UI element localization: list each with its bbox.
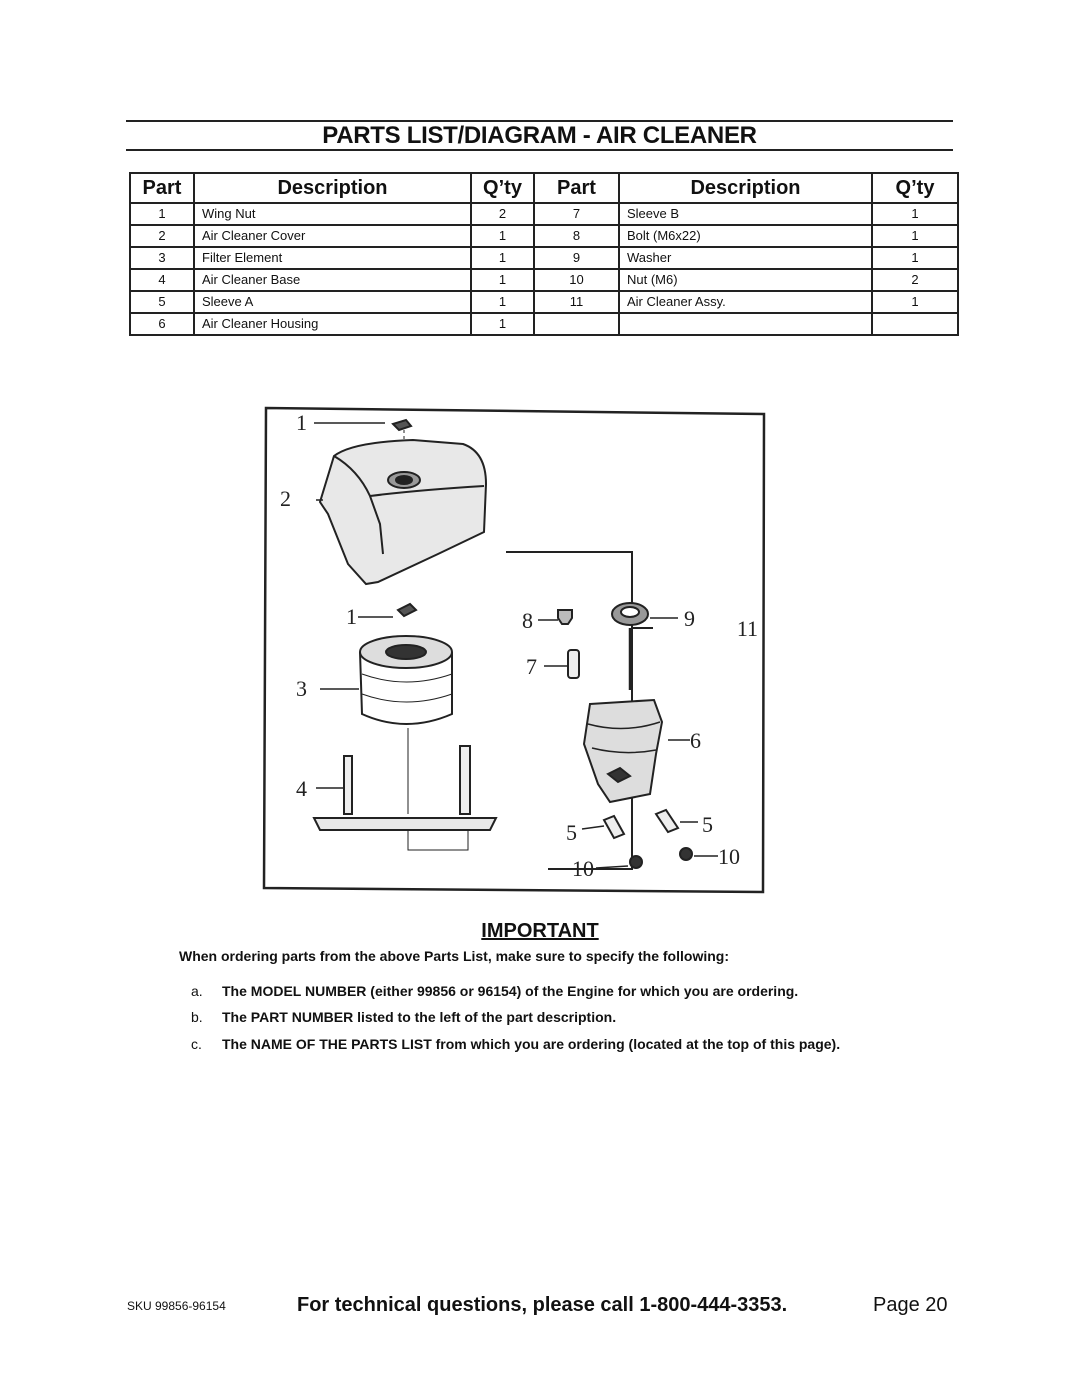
part-qty: 1 (871, 202, 959, 226)
part-number: 6 (129, 312, 195, 336)
part-number: 8 (533, 224, 620, 248)
part-qty: 1 (871, 246, 959, 270)
part-number: 5 (129, 290, 195, 314)
callout-6: 6 (690, 728, 701, 753)
part-number: 9 (533, 246, 620, 270)
callout-10: 10 (572, 856, 594, 881)
air-cleaner-base (312, 745, 498, 851)
callout-5: 5 (702, 812, 713, 837)
part-number: 1 (129, 202, 195, 226)
footer-page-number: Page 20 (873, 1294, 948, 1316)
table-row: 2 Air Cleaner Cover 1 8 Bolt (M6x22) 1 (129, 224, 959, 248)
part-qty: 2 (470, 202, 535, 226)
item-text: The PART NUMBER listed to the left of th… (222, 1009, 617, 1025)
page-title: PARTS LIST/DIAGRAM - AIR CLEANER (322, 122, 757, 149)
part-number (533, 312, 620, 336)
washer (611, 602, 678, 690)
part-number: 7 (533, 202, 620, 226)
table-row: 5 Sleeve A 1 11 Air Cleaner Assy. 1 (129, 290, 959, 314)
callout-9: 9 (684, 606, 695, 631)
table-row: 3 Filter Element 1 9 Washer 1 (129, 246, 959, 270)
item-letter: c. (191, 1036, 202, 1052)
part-qty: 1 (470, 224, 535, 248)
callout-1: 1 (296, 410, 307, 435)
part-description: Nut (M6) (618, 268, 873, 292)
item-text: The MODEL NUMBER (either 99856 or 96154)… (222, 983, 799, 999)
part-description: Wing Nut (193, 202, 472, 226)
table-row: 4 Air Cleaner Base 1 10 Nut (M6) 2 (129, 268, 959, 292)
sleeve-b (544, 649, 580, 679)
part-description: Sleeve A (193, 290, 472, 314)
part-number: 10 (533, 268, 620, 292)
important-lead: When ordering parts from the above Parts… (179, 948, 729, 964)
nut-right (679, 847, 718, 861)
filter-element (320, 635, 453, 814)
parts-table: Part Description Q’ty Part Description Q… (129, 172, 959, 336)
part-description (618, 312, 873, 336)
list-item: c. The NAME OF THE PARTS LIST from which … (191, 1036, 840, 1052)
important-heading: IMPORTANT (481, 920, 599, 942)
title-banner: PARTS LIST/DIAGRAM - AIR CLEANER (126, 120, 953, 151)
item-text: The NAME OF THE PARTS LIST from which yo… (222, 1036, 841, 1052)
part-qty: 1 (470, 246, 535, 270)
exploded-parts-diagram: 1 2 1 3 4 8 9 11 7 6 5 5 10 10 (262, 406, 766, 894)
bolt (538, 609, 573, 625)
callout-2: 2 (280, 486, 291, 511)
callout-1: 1 (346, 604, 357, 629)
part-description: Filter Element (193, 246, 472, 270)
sleeve-a-left (581, 814, 626, 840)
footer-tech-support: For technical questions, please call 1-8… (297, 1294, 788, 1316)
part-qty: 1 (871, 290, 959, 314)
part-description: Sleeve B (618, 202, 873, 226)
table-row: 6 Air Cleaner Housing 1 (129, 312, 959, 336)
part-qty: 1 (470, 312, 535, 336)
part-qty (871, 312, 959, 336)
wing-nut-middle (358, 602, 418, 618)
item-letter: b. (191, 1009, 203, 1025)
part-description: Air Cleaner Cover (193, 224, 472, 248)
table-row: 1 Wing Nut 2 7 Sleeve B 1 (129, 202, 959, 226)
callout-8: 8 (522, 608, 533, 633)
table-header-row: Part Description Q’ty Part Description Q… (129, 172, 959, 204)
part-number: 4 (129, 268, 195, 292)
header-description: Description (618, 172, 873, 204)
callout-7: 7 (526, 654, 537, 679)
header-qty: Q’ty (470, 172, 535, 204)
callout-4: 4 (296, 776, 307, 801)
callout-3: 3 (296, 676, 307, 701)
list-item: a. The MODEL NUMBER (either 99856 or 9615… (191, 983, 798, 999)
list-item: b. The PART NUMBER listed to the left of … (191, 1009, 616, 1025)
callout-11: 11 (737, 616, 758, 641)
nut-left (595, 855, 643, 869)
part-description: Air Cleaner Assy. (618, 290, 873, 314)
part-description: Washer (618, 246, 873, 270)
header-part: Part (129, 172, 195, 204)
part-qty: 2 (871, 268, 959, 292)
header-description: Description (193, 172, 472, 204)
item-letter: a. (191, 983, 203, 999)
part-qty: 1 (470, 290, 535, 314)
part-description: Air Cleaner Base (193, 268, 472, 292)
callout-5: 5 (566, 820, 577, 845)
sleeve-a-right (654, 808, 698, 834)
part-number: 2 (129, 224, 195, 248)
footer-sku: SKU 99856-96154 (127, 1299, 226, 1313)
air-cleaner-housing (582, 698, 690, 804)
callout-10: 10 (718, 844, 740, 869)
air-cleaner-cover (316, 438, 488, 586)
part-number: 3 (129, 246, 195, 270)
part-number: 11 (533, 290, 620, 314)
part-qty: 1 (470, 268, 535, 292)
header-part: Part (533, 172, 620, 204)
part-qty: 1 (871, 224, 959, 248)
part-description: Bolt (M6x22) (618, 224, 873, 248)
part-description: Air Cleaner Housing (193, 312, 472, 336)
header-qty: Q’ty (871, 172, 959, 204)
